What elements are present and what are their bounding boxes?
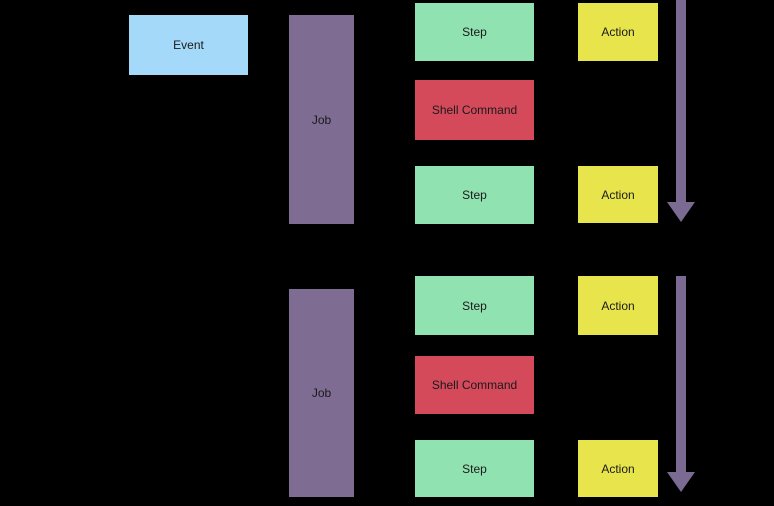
action-box: Action [578,276,658,335]
action-box: Action [578,166,658,223]
job-box: Job [289,15,354,224]
event-box: Event [129,15,248,75]
arrow-shaft [676,0,686,202]
step-box: Step [415,3,534,61]
step-box: Step [415,166,534,224]
shell-command-box: Shell Command [415,80,534,140]
action-label: Action [601,25,635,39]
action-box: Action [578,440,658,497]
job-box: Job [289,289,354,497]
event-label: Event [173,38,204,52]
action-label: Action [601,187,635,202]
step-label: Step [462,25,487,39]
step-label: Step [462,298,487,313]
down-arrow-icon [667,276,695,492]
job-label: Job [311,112,332,127]
down-arrow-icon [667,0,695,222]
shell-command-label: Shell Command [431,378,518,392]
action-box: Action [578,3,658,61]
action-label: Action [601,298,635,313]
job-label: Job [311,386,332,400]
arrow-head [667,202,695,222]
arrow-shaft [676,276,686,472]
step-box: Step [415,440,534,497]
shell-command-label: Shell Command [431,103,518,117]
step-label: Step [462,461,487,476]
action-label: Action [601,461,635,476]
step-label: Step [462,188,487,202]
step-box: Step [415,276,534,335]
arrow-head [667,472,695,492]
shell-command-box: Shell Command [415,356,534,414]
